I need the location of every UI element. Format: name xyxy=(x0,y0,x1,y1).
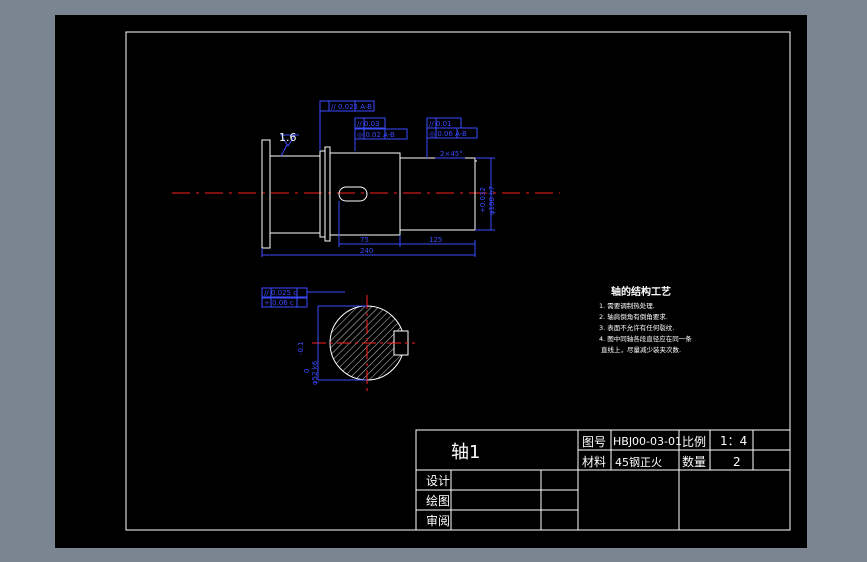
dim-section-dia: φ52 k6 xyxy=(311,360,319,385)
title-block-texts: 轴1 图号 HBJ00-03-01 比例 1：4 材料 45钢正火 数量 2 设… xyxy=(426,434,747,528)
section-view xyxy=(312,295,415,391)
tolerance-texts: // 0.025 A-B // 0.03 ◎ 0.02 A-B // 0.01 … xyxy=(264,103,467,307)
dim-diam-end: +0.032 xyxy=(479,187,487,213)
note-line-4: 4. 图中同轴各段直径应在同一条 xyxy=(599,334,692,343)
note-line-1: 1. 需要调制热处理. xyxy=(599,301,655,310)
roughness-symbol: 1.6 xyxy=(279,131,297,144)
part-name: 轴1 xyxy=(451,442,480,463)
quantity-value: 2 xyxy=(733,455,741,469)
shaft-outline xyxy=(261,139,477,249)
tol-mid-2: ◎ 0.02 A-B xyxy=(357,131,395,139)
scale-value: 1：4 xyxy=(720,434,747,448)
cad-drawing: // 0.025 A-B // 0.03 ◎ 0.02 A-B // 0.01 … xyxy=(125,31,791,531)
draw-label: 绘图 xyxy=(426,493,450,508)
dim-240: 240 xyxy=(360,247,373,255)
title-block xyxy=(415,429,791,531)
tol-mid-1: // 0.03 xyxy=(357,120,380,128)
tol-right-2: ◎ 0.06 A-B xyxy=(429,130,467,138)
dimension-texts: 75 125 240 2×45° +0.032 φ100 h7 φ52 k6 0… xyxy=(297,150,496,385)
drawing-no-label: 图号 xyxy=(582,435,606,449)
note-line-3: 3. 表面不允许有任何裂纹. xyxy=(599,323,674,332)
dim-chamfer: 2×45° xyxy=(440,150,463,158)
quantity-label: 数量 xyxy=(682,454,706,469)
tol-section-2: ÷ 0.06 c xyxy=(264,299,294,307)
dim-section-dia-2: 0 xyxy=(303,369,311,373)
dimension-lines xyxy=(261,107,495,303)
material-value: 45钢正火 xyxy=(615,456,662,469)
dim-75: 75 xyxy=(360,236,369,244)
review-label: 审阅 xyxy=(426,513,450,528)
technical-notes: 轴的结构工艺 1. 需要调制热处理. 2. 轴肩倒角有倒角要求. 3. 表面不允… xyxy=(599,285,692,354)
dim-diam-end-2: φ100 h7 xyxy=(488,186,496,215)
tolerance-frames xyxy=(261,100,478,308)
tol-top-left: // 0.025 A-B xyxy=(331,103,372,111)
note-line-2: 2. 轴肩倒角有倒角要求. xyxy=(599,312,668,321)
drawing-sheet: // 0.025 A-B // 0.03 ◎ 0.02 A-B // 0.01 … xyxy=(55,15,807,548)
note-line-5: 直线上，尽量减少装夹次数. xyxy=(601,345,681,354)
dim-125: 125 xyxy=(429,236,442,244)
design-label: 设计 xyxy=(426,474,450,488)
tol-right-1: // 0.01 xyxy=(429,120,452,128)
notes-title: 轴的结构工艺 xyxy=(611,285,671,298)
material-label: 材料 xyxy=(582,455,606,469)
tol-section-1: // 0.025 c xyxy=(264,289,297,297)
dim-key: -0.1 xyxy=(297,341,305,355)
drawing-no: HBJ00-03-01 xyxy=(613,435,682,448)
scale-label: 比例 xyxy=(682,435,706,449)
